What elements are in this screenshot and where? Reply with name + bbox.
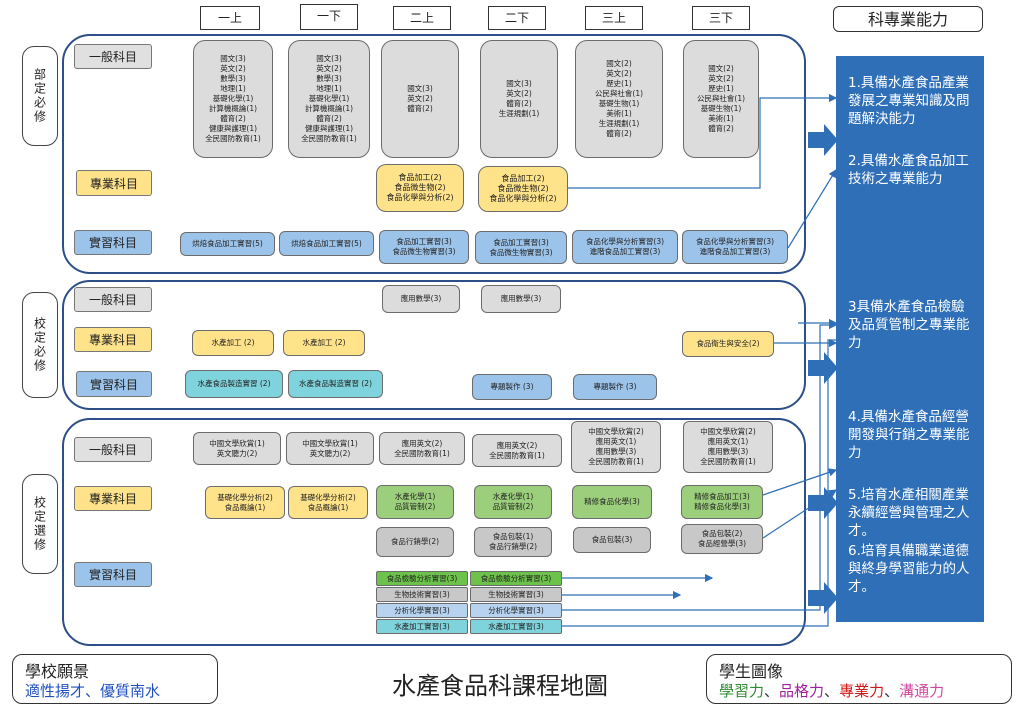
row-label-general: 一般科目 (74, 437, 152, 462)
course-box: 烘焙食品加工實習(5) (279, 231, 374, 256)
course-box: 水產加工 (2) (192, 330, 274, 356)
portrait-separator: 、 (884, 682, 900, 700)
row-label-general: 一般科目 (74, 287, 152, 312)
course-box: 中國文學欣賞(2) 應用英文(1) 應用數學(3) 全民國防教育(1) (571, 421, 661, 473)
course-box: 食品化學與分析實習(3) 進階食品加工實習(3) (572, 230, 678, 264)
course-box: 國文(3) 英文(2) 體育(2) 生涯規劃(1) (480, 40, 558, 158)
ability-5: 5.培育水產相關產業永續經營與管理之人才。 (848, 487, 970, 539)
course-box: 食品加工實習(3) 食品微生物實習(3) (379, 230, 469, 264)
page-title: 水產食品科課程地圖 (392, 672, 608, 700)
ability-6: 6.培育具備職業道德與終身學習能力的人才。 (848, 543, 970, 595)
course-box: 食品衛生與安全(2) (682, 331, 774, 357)
course-box: 食品包裝(3) (573, 527, 651, 553)
row-label-practice: 實習科目 (74, 562, 152, 587)
grade-header-2b: 二下 (488, 6, 546, 30)
course-box: 中國文學欣賞(1) 英文聽力(2) (286, 432, 374, 465)
course-box: 國文(3) 英文(2) 體育(2) (381, 40, 459, 158)
course-box: 國文(3) 英文(2) 數學(3) 地理(1) 基礎化學(1) 計算機概論(1)… (193, 40, 273, 158)
student-portrait-title: 學生圖像 (719, 662, 784, 681)
ability-1: 1.具備水產食品產業發展之專業知識及問題解決能力 (848, 75, 970, 127)
course-box: 食品包裝(2) 食品經營學(3) (681, 524, 763, 554)
course-box: 國文(2) 英文(2) 歷史(1) 公民與社會(1) 基礎生物(1) 美術(1)… (683, 40, 759, 158)
course-box: 應用英文(2) 全民國防教育(1) (379, 432, 465, 465)
course-box: 水產加工 (2) (283, 330, 365, 356)
row-label-professional: 專業科目 (74, 486, 152, 511)
course-box: 食品加工(2) 食品微生物(2) 食品化學與分析(2) (376, 164, 464, 212)
grade-header-2a: 二上 (393, 6, 451, 30)
course-box: 國文(3) 英文(2) 數學(3) 地理(1) 基礎化學(1) 計算機概論(1)… (288, 40, 370, 158)
row-label-professional: 專業科目 (74, 327, 152, 352)
grade-header-1b: 一下 (300, 4, 358, 30)
grade-header-3b: 三下 (692, 6, 750, 30)
course-box: 專題製作 (3) (472, 374, 552, 400)
course-box: 食品加工實習(3) 食品微生物實習(3) (475, 231, 567, 264)
portrait-item: 溝通力 (899, 682, 945, 700)
course-box: 精修食品化學(3) (572, 485, 652, 519)
course-box: 精修食品加工(3) 精修食品化學(3) (681, 485, 763, 519)
course-box: 食品行銷學(2) (376, 527, 454, 557)
course-box: 分析化學實習(3) (376, 603, 468, 618)
course-box: 中國文學欣賞(2) 應用英文(1) 應用數學(3) 全民國防教育(1) (683, 421, 773, 473)
course-box: 水產加工實習(3) (470, 619, 562, 634)
row-label-general: 一般科目 (74, 44, 152, 69)
student-portrait-items: 學習力、品格力、專業力、溝通力 (719, 680, 944, 701)
course-box: 食品檢驗分析實習(3) (376, 571, 468, 586)
course-box: 生物技術實習(3) (470, 587, 562, 602)
course-box: 烘焙食品加工實習(5) (180, 232, 275, 256)
section-required-school (62, 280, 806, 410)
course-box: 食品檢驗分析實習(3) (470, 571, 562, 586)
section-elective-school (62, 418, 806, 646)
section-label-required-school: 校定必修 (22, 292, 58, 398)
school-vision-title: 學校願景 (25, 662, 90, 681)
course-box: 應用數學(3) (382, 285, 460, 313)
course-box: 食品包裝(1) 食品行銷學(2) (474, 527, 552, 557)
course-box: 應用數學(3) (481, 285, 561, 313)
course-box: 水產化學(1) 品質管制(2) (376, 485, 454, 519)
row-label-practice: 實習科目 (76, 371, 152, 397)
arrow-icon (808, 487, 838, 519)
ability-3: 3具備水產食品檢驗及品質管制之專業能力 (848, 299, 970, 351)
abilities-panel: 1.具備水產食品產業發展之專業知識及問題解決能力 2.具備水產食品加工技術之專業… (836, 56, 984, 622)
course-box: 水產加工實習(3) (376, 619, 468, 634)
school-vision-box: 學校願景 適性揚才、優質南水 (12, 654, 218, 704)
course-box: 水產食品製造實習 (2) (185, 370, 283, 398)
arrow-icon (808, 352, 838, 384)
portrait-item: 學習力 (719, 682, 765, 700)
course-box: 水產化學(1) 品質管制(2) (474, 485, 552, 519)
course-box: 食品加工(2) 食品微生物(2) 食品化學與分析(2) (478, 166, 568, 212)
course-box: 中國文學欣賞(1) 英文聽力(2) (193, 432, 281, 465)
row-label-practice: 實習科目 (74, 230, 152, 255)
course-box: 基礎化學分析(2) 食品概論(1) (205, 486, 285, 519)
course-box: 生物技術實習(3) (376, 587, 468, 602)
arrow-icon (808, 124, 838, 156)
course-box: 基礎化學分析(2) 食品概論(1) (288, 486, 368, 519)
section-label-elective-school: 校定選修 (22, 474, 58, 574)
course-box: 國文(2) 英文(2) 歷史(1) 公民與社會(1) 基礎生物(1) 美術(1)… (575, 40, 663, 158)
student-portrait-box: 學生圖像 學習力、品格力、專業力、溝通力 (706, 654, 1012, 704)
abilities-title: 科專業能力 (833, 6, 983, 32)
course-box: 水產食品製造實習 (2) (288, 370, 383, 398)
ability-2: 2.具備水產食品加工技術之專業能力 (848, 153, 969, 187)
portrait-item: 專業力 (839, 682, 885, 700)
course-box: 食品化學與分析實習(3) 進階食品加工實習(3) (682, 230, 788, 264)
course-box: 分析化學實習(3) (470, 603, 562, 618)
portrait-item: 品格力 (779, 682, 825, 700)
row-label-professional: 專業科目 (76, 170, 152, 196)
course-box: 應用英文(2) 全民國防教育(1) (472, 434, 562, 467)
course-box: 專題製作 (3) (573, 374, 657, 400)
school-vision-text: 適性揚才、優質南水 (25, 682, 161, 700)
grade-header-1a: 一上 (200, 6, 260, 30)
portrait-separator: 、 (764, 682, 780, 700)
arrow-icon (808, 582, 838, 614)
portrait-separator: 、 (824, 682, 840, 700)
ability-4: 4.具備水產食品經營開發與行銷之專業能力 (848, 409, 970, 461)
section-label-required-ministry: 部定必修 (22, 46, 58, 146)
grade-header-3a: 三上 (585, 6, 643, 30)
section-required-ministry (62, 34, 806, 274)
